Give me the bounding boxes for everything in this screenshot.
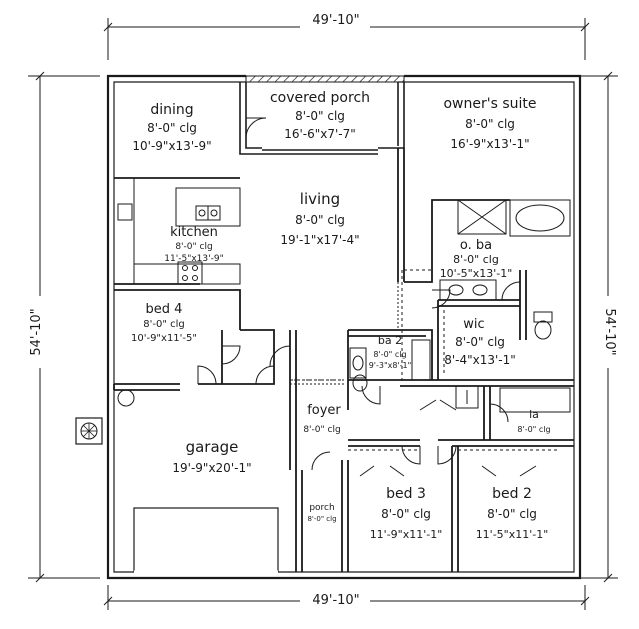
garage-name: garage bbox=[186, 438, 239, 456]
utility-fixtures bbox=[117, 385, 571, 413]
bed3-ceiling: 8'-0" clg bbox=[381, 507, 431, 521]
o-ba-name: o. ba bbox=[460, 238, 492, 253]
bed2-ceiling: 8'-0" clg bbox=[487, 507, 537, 521]
garage-size: 19'-9"x20'-1" bbox=[172, 461, 251, 475]
bed4-ceiling: 8'-0" clg bbox=[143, 319, 184, 330]
covered-porch-ceiling: 8'-0" clg bbox=[295, 109, 345, 123]
bed3-size: 11'-9"x11'-1" bbox=[370, 528, 443, 541]
entry-threshold bbox=[290, 282, 399, 385]
living-ceiling: 8'-0" clg bbox=[295, 213, 345, 227]
kitchen-fixtures bbox=[113, 177, 241, 285]
porch-name: porch bbox=[309, 503, 334, 513]
living-size: 19'-1"x17'-4" bbox=[280, 233, 359, 247]
bath2-fixtures bbox=[349, 339, 431, 392]
bed4-size: 10'-9"x11'-5" bbox=[131, 333, 197, 344]
dimension-left: 54'-10" bbox=[29, 308, 44, 355]
bed2-size: 11'-5"x11'-1" bbox=[476, 528, 549, 541]
ac-unit-icon bbox=[75, 417, 103, 445]
garage-door bbox=[133, 507, 279, 573]
bed4-name: bed 4 bbox=[146, 302, 183, 317]
covered-porch-size: 16'-6"x7'-7" bbox=[284, 127, 356, 141]
ba2-ceiling: 8'-0" clg bbox=[373, 350, 406, 359]
o-ba-ceiling: 8'-0" clg bbox=[453, 253, 499, 266]
foyer-name: foyer bbox=[307, 403, 341, 418]
dimension-right: 54'-10" bbox=[602, 308, 617, 355]
owners-bath-fixtures bbox=[439, 199, 571, 340]
wic-name: wic bbox=[463, 317, 484, 332]
exterior-walls bbox=[106, 74, 582, 580]
covered-porch-name: covered porch bbox=[270, 90, 370, 106]
kitchen-size: 11'-5"x13'-9" bbox=[164, 254, 223, 264]
wic-size: 8'-4"x13'-1" bbox=[444, 353, 516, 367]
foyer-ceiling: 8'-0" clg bbox=[303, 425, 340, 435]
owners-suite-ceiling: 8'-0" clg bbox=[465, 117, 515, 131]
dining-name: dining bbox=[150, 102, 193, 118]
living-name: living bbox=[300, 190, 340, 208]
dining-size: 10'-9"x13'-9" bbox=[132, 139, 211, 153]
wic-ceiling: 8'-0" clg bbox=[455, 335, 505, 349]
porch-ceiling: 8'-0" clg bbox=[307, 515, 336, 523]
porch-door-swing bbox=[245, 117, 267, 139]
room-labels: dining 8'-0" clg 10'-9"x13'-9" covered p… bbox=[131, 90, 551, 541]
kitchen-name: kitchen bbox=[170, 225, 218, 240]
owners-suite-size: 16'-9"x13'-1" bbox=[450, 137, 529, 151]
o-ba-size: 10'-5"x13'-1" bbox=[440, 267, 513, 280]
la-name: la bbox=[529, 408, 539, 421]
dimension-bottom: 49'-10" bbox=[312, 593, 359, 608]
ba2-name: ba 2 bbox=[378, 334, 402, 347]
covered-porch-roof-line bbox=[245, 75, 405, 83]
door-swings bbox=[197, 281, 537, 477]
owners-suite-name: owner's suite bbox=[443, 96, 536, 112]
bed3-name: bed 3 bbox=[386, 486, 426, 502]
bed2-name: bed 2 bbox=[492, 486, 532, 502]
kitchen-ceiling: 8'-0" clg bbox=[175, 242, 212, 252]
ba2-size: 9'-3"x8'-1" bbox=[369, 361, 412, 370]
dining-ceiling: 8'-0" clg bbox=[147, 121, 197, 135]
dimension-top: 49'-10" bbox=[312, 13, 359, 28]
la-ceiling: 8'-0" clg bbox=[517, 425, 550, 434]
